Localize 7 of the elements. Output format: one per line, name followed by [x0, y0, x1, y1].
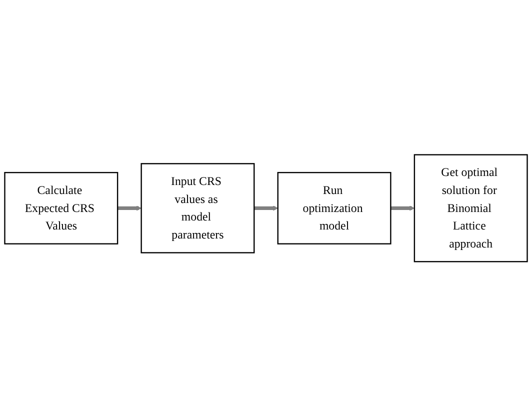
arrow — [254, 205, 278, 211]
arrow — [118, 205, 142, 211]
node-box: Run optimization model — [277, 172, 392, 244]
node-box: Input CRS values as model parameters — [140, 162, 255, 254]
node-box: Get optimal solution for Binomial Lattice approach — [414, 154, 528, 262]
node-box: Calculate Expected CRS Values — [4, 172, 118, 244]
arrow — [390, 205, 415, 211]
